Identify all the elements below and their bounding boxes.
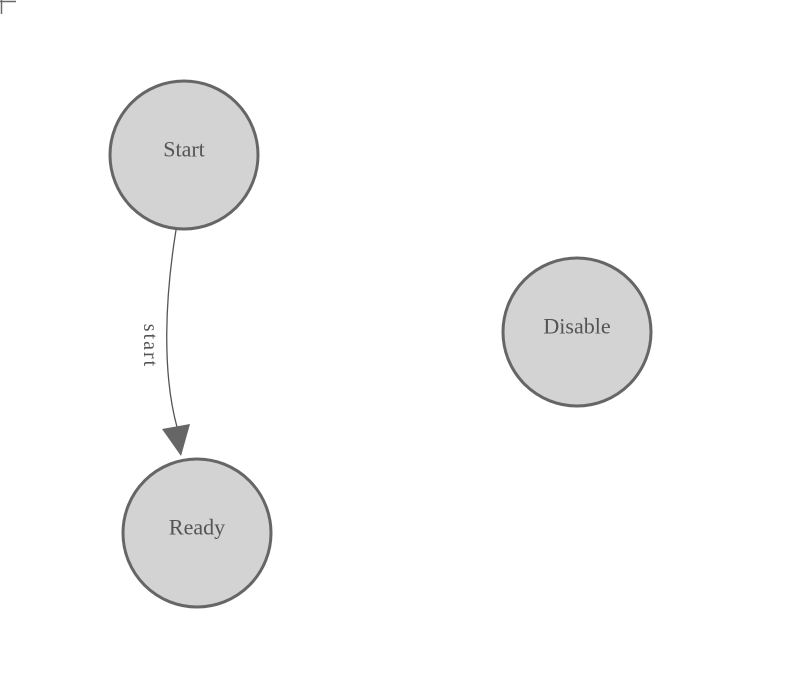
node-ready: Ready <box>121 457 273 609</box>
state-circle-ready[interactable] <box>121 457 273 609</box>
state-label-start: Start <box>163 137 205 162</box>
edge-start-to-ready: start <box>139 229 190 456</box>
state-circle-disable[interactable] <box>501 256 653 408</box>
node-start: Start <box>108 79 260 231</box>
state-label-ready: Ready <box>169 515 225 540</box>
node-disable: Disable <box>501 256 653 408</box>
transition-edge[interactable] <box>166 229 178 428</box>
edge-arrowhead <box>162 424 190 456</box>
transition-label[interactable]: start <box>139 324 161 368</box>
state-circle-start[interactable] <box>108 79 260 231</box>
canvas-corner-mark <box>0 0 16 14</box>
state-label-disable: Disable <box>543 314 610 339</box>
